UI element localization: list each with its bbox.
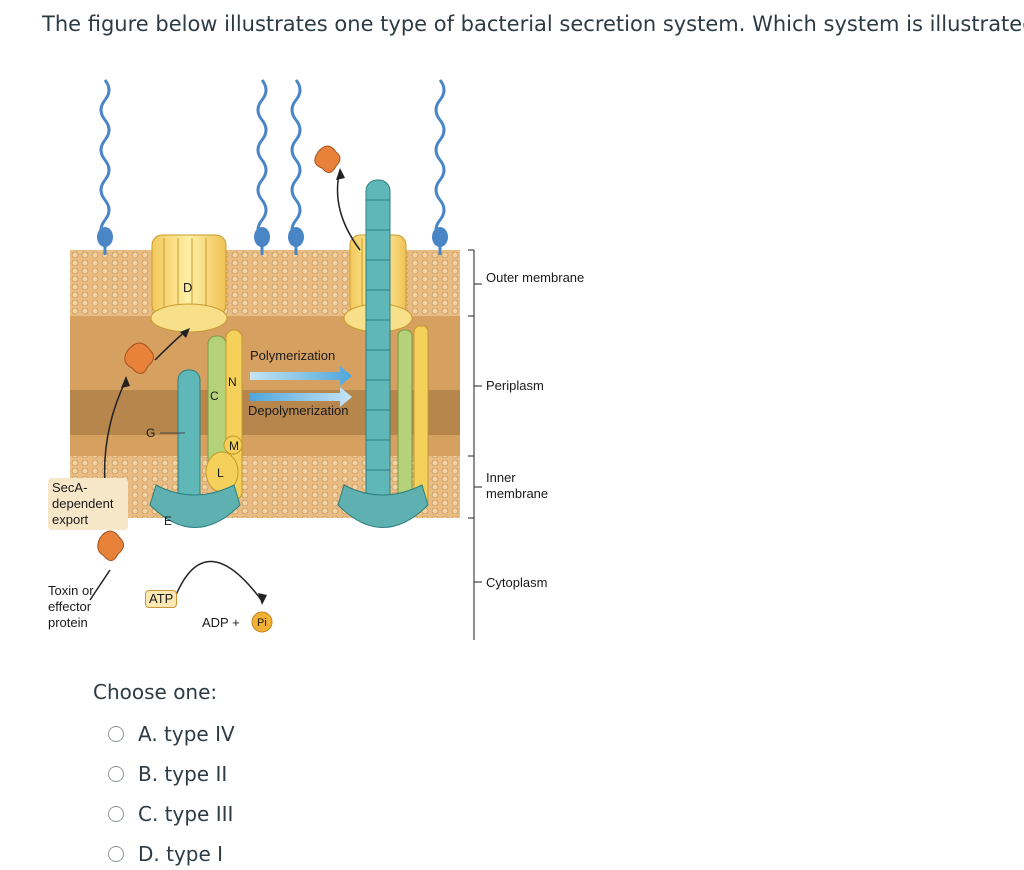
inner-membrane-label: Inner membrane	[486, 470, 549, 501]
radio-button[interactable]	[108, 766, 124, 782]
figure-illustration	[70, 79, 482, 640]
label-l: L	[217, 466, 224, 480]
option-label: D. type I	[138, 842, 224, 866]
label-n: N	[228, 375, 237, 389]
lps-chains	[99, 79, 446, 255]
radio-button[interactable]	[108, 846, 124, 862]
cytoplasm-label: Cytoplasm	[486, 575, 548, 590]
toxin-label: Toxin or effector protein	[48, 583, 94, 630]
pi-label: Pi	[257, 617, 267, 629]
depolymerization-arrow	[250, 387, 352, 407]
label-c: C	[210, 389, 219, 403]
radio-button[interactable]	[108, 806, 124, 822]
polymerization-label: Polymerization	[250, 348, 336, 363]
option-label: B. type II	[138, 762, 228, 786]
option-label: C. type III	[138, 802, 234, 826]
atp-label: ATP	[145, 590, 178, 608]
option-d[interactable]: D. type I	[108, 841, 223, 867]
label-g: G	[146, 426, 156, 440]
label-m: M	[229, 439, 239, 453]
option-a[interactable]: A. type IV	[108, 721, 235, 747]
polymerization-arrow	[250, 366, 352, 386]
option-c[interactable]: C. type III	[108, 801, 233, 827]
secretion-system-figure: Outer membrane Periplasm Inner membrane …	[0, 60, 640, 660]
adp-label: ADP +	[202, 615, 240, 630]
label-d: D	[183, 280, 193, 295]
effector-proteins	[97, 145, 341, 561]
periplasm-label: Periplasm	[486, 378, 544, 393]
choose-one-heading: Choose one:	[93, 680, 218, 704]
outer-membrane-label: Outer membrane	[486, 270, 585, 285]
option-b[interactable]: B. type II	[108, 761, 227, 787]
option-label: A. type IV	[138, 722, 235, 746]
label-e: E	[164, 514, 173, 528]
seca-export-label: SecA-dependent export	[48, 478, 128, 530]
question-text: The figure below illustrates one type of…	[42, 12, 1024, 36]
secretin-left	[150, 234, 228, 333]
depolymerization-label: Depolymerization	[248, 403, 349, 418]
radio-button[interactable]	[108, 726, 124, 742]
